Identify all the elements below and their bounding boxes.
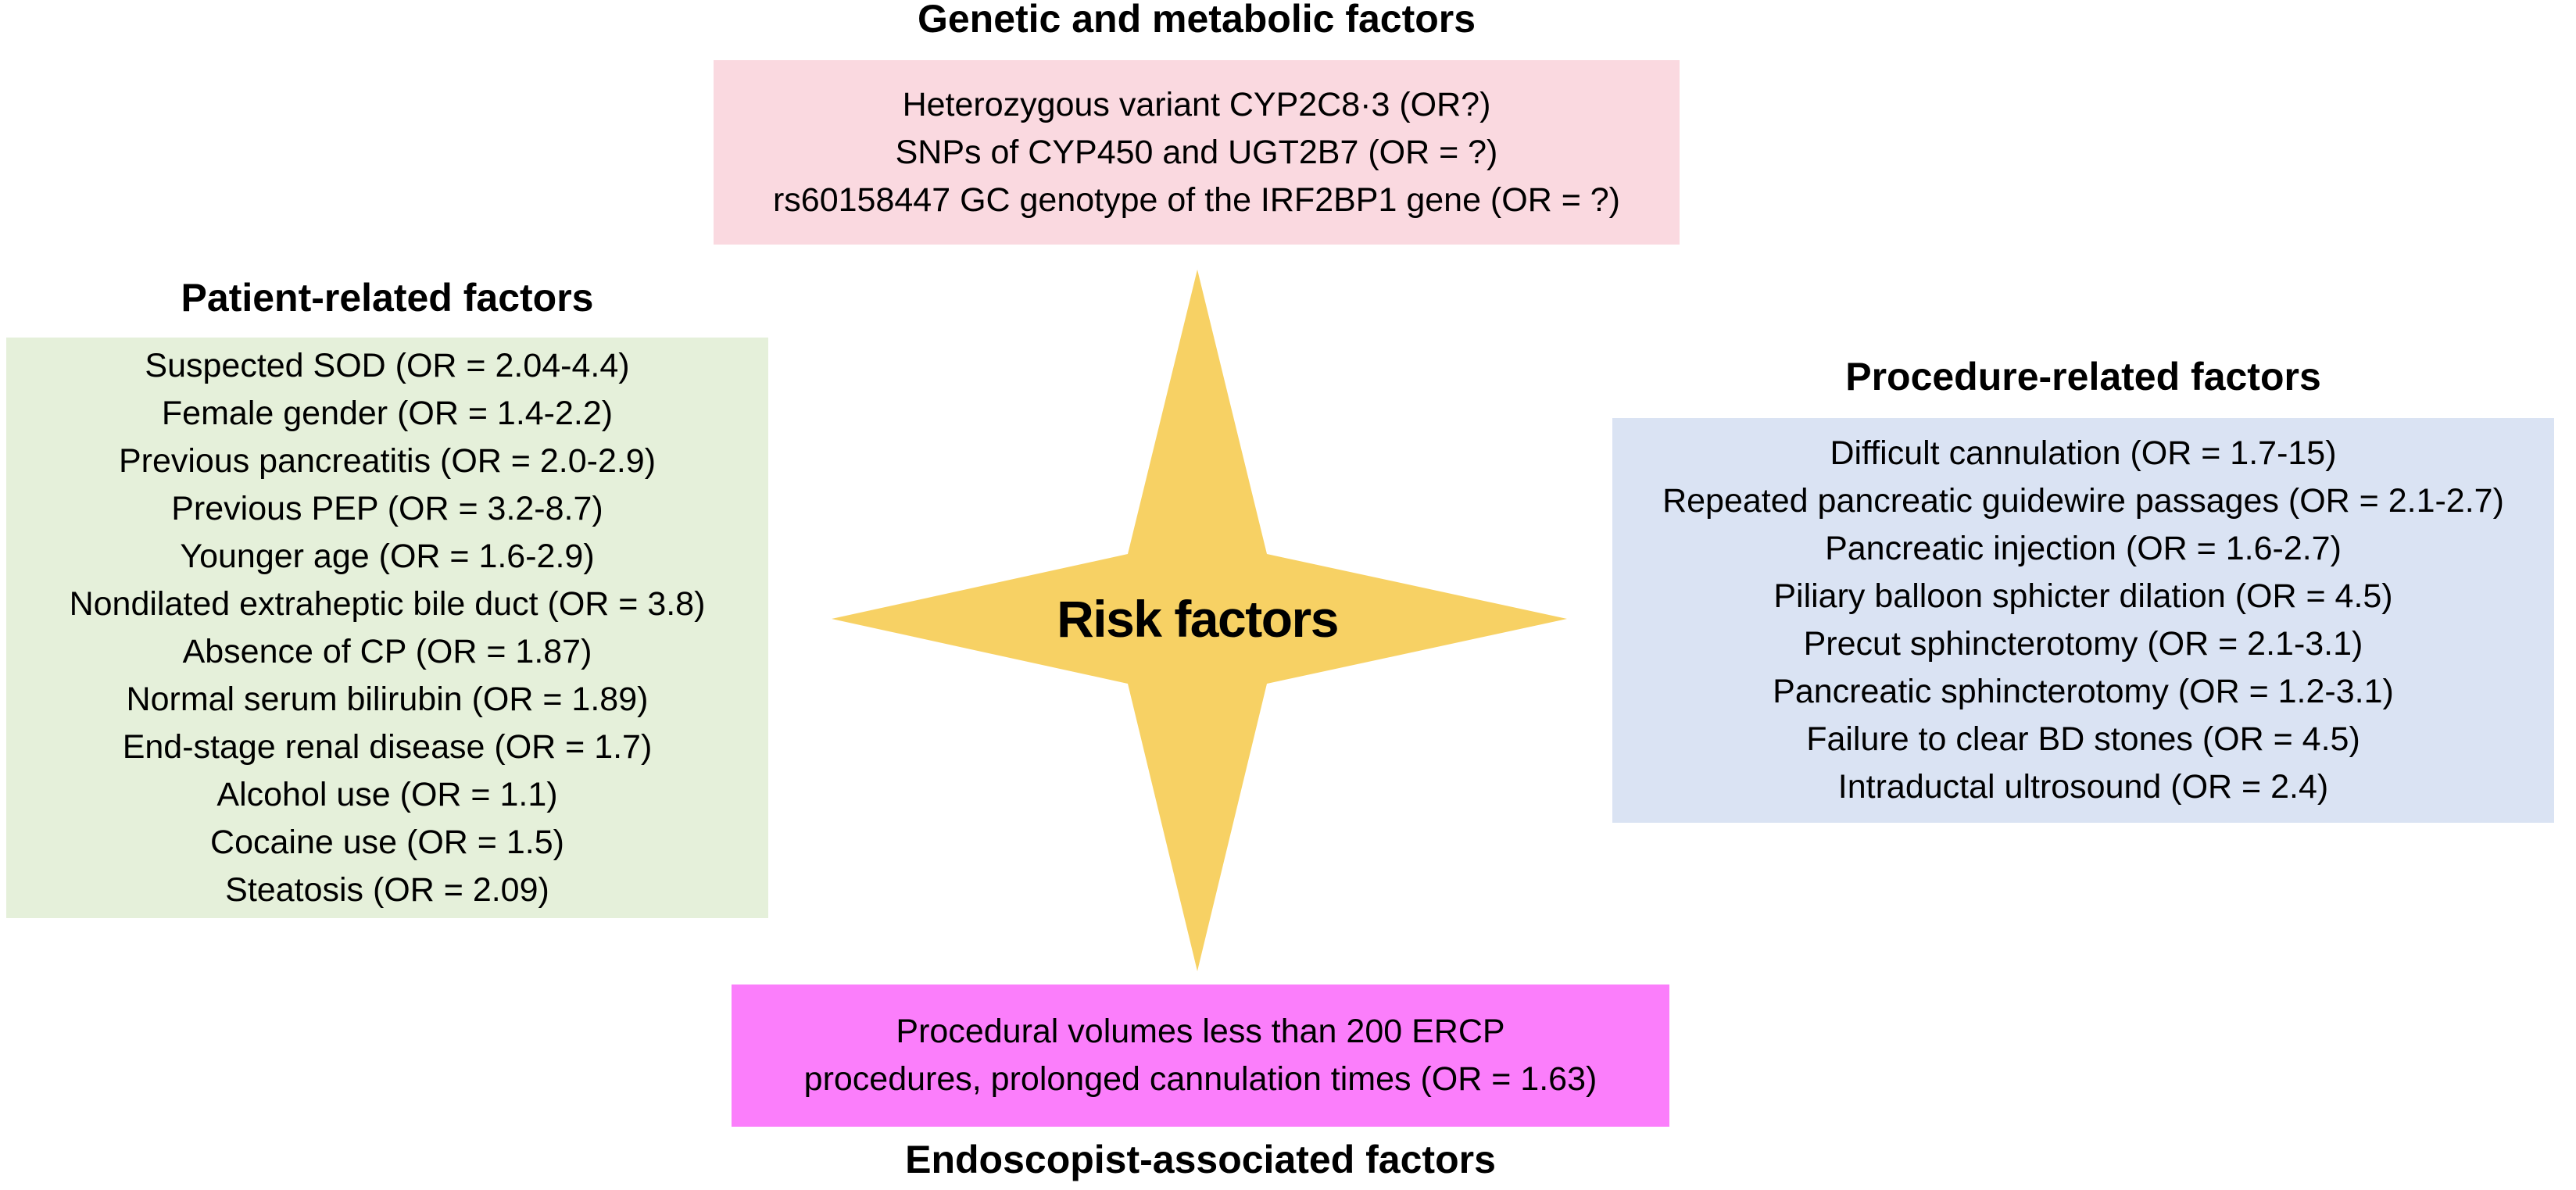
list-item: Intraductal ultrosound (OR = 2.4) (1837, 768, 2329, 806)
list-item: Nondilated extraheptic bile duct (OR = 3… (69, 584, 706, 623)
list-item: Alcohol use (OR = 1.1) (216, 775, 558, 813)
procedure-factors-box: Difficult cannulation (OR = 1.7-15) Repea… (1612, 418, 2554, 823)
list-item: Steatosis (OR = 2.09) (225, 870, 549, 909)
list-item: Repeated pancreatic guidewire passages (… (1662, 482, 2504, 520)
list-item: Piliary balloon sphicter dilation (OR = … (1773, 577, 2393, 615)
list-item: Difficult cannulation (OR = 1.7-15) (1830, 434, 2337, 472)
list-item: Previous pancreatitis (OR = 2.0-2.9) (118, 441, 657, 480)
patient-factors-box: Suspected SOD (OR = 2.04-4.4) Female gend… (6, 338, 768, 918)
list-item: Cocaine use (OR = 1.5) (210, 823, 564, 861)
list-item: End-stage renal disease (OR = 1.7) (122, 727, 653, 766)
endoscopist-factors-box: Procedural volumes less than 200 ERCP pro… (732, 985, 1669, 1127)
list-item: rs60158447 GC genotype of the IRF2BP1 ge… (772, 180, 1620, 219)
list-item: Precut sphincterotomy (OR = 2.1-3.1) (1803, 625, 2363, 663)
list-item: Younger age (OR = 1.6-2.9) (180, 537, 595, 575)
heading-genetic-metabolic-factors: Genetic and metabolic factors (917, 0, 1476, 41)
list-item: Pancreatic injection (OR = 1.6-2.7) (1825, 530, 2342, 567)
list-item: Procedural volumes less than 200 ERCP (896, 1013, 1505, 1050)
heading-procedure-related-factors: Procedure-related factors (1845, 355, 2321, 398)
list-item: Suspected SOD (OR = 2.04-4.4) (145, 346, 630, 384)
list-item: Absence of CP (OR = 1.87) (182, 632, 592, 670)
list-item: Female gender (OR = 1.4-2.2) (161, 394, 614, 432)
heading-endoscopist-associated-factors: Endoscopist-associated factors (905, 1138, 1496, 1181)
list-item: Previous PEP (OR = 3.2-8.7) (171, 489, 603, 527)
star-label: Risk factors (1057, 590, 1338, 648)
list-item: procedures, prolonged cannulation times … (803, 1060, 1597, 1098)
list-item: Heterozygous variant CYP2C8·3 (OR?) (902, 85, 1491, 123)
list-item: SNPs of CYP450 and UGT2B7 (OR = ?) (895, 133, 1498, 171)
list-item: Pancreatic sphincterotomy (OR = 1.2-3.1) (1773, 673, 2394, 710)
star-shape-icon (832, 270, 1567, 971)
genetic-factors-box: Heterozygous variant CYP2C8·3 (OR?) SNPs … (714, 60, 1680, 245)
list-item: Failure to clear BD stones (OR = 4.5) (1806, 720, 2360, 758)
heading-patient-related-factors: Patient-related factors (181, 276, 594, 320)
list-item: Normal serum bilirubin (OR = 1.89) (126, 680, 649, 718)
